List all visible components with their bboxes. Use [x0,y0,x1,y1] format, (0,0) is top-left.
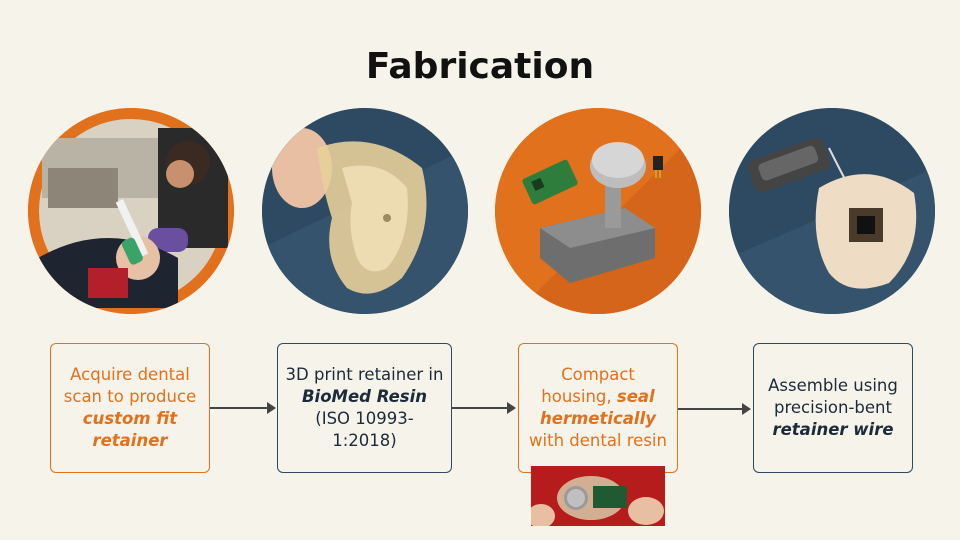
step-2-emphasis: BioMed Resin [301,387,428,407]
3d-printed-retainer-photo [262,108,468,314]
step-4-text: Assemble using precision-bent [768,376,898,418]
step-1-box: Acquire dental scan to produce custom fi… [50,343,210,473]
step-2-suffix: (ISO 10993-1:2018) [315,409,414,450]
step-3-text: Compact housing, [541,365,635,407]
arrow-step-1-to-2 [210,402,276,414]
step-2-box: 3D print retainer in BioMed Resin (ISO 1… [277,343,452,473]
step-2-text: 3D print retainer in [285,365,444,385]
step-1-text: Acquire dental scan to produce [63,365,197,407]
housing-render [495,108,701,314]
step-3-suffix: with dental resin [529,430,667,450]
step-1-emphasis: custom fit retainer [82,409,178,450]
arrow-step-3-to-4 [678,403,751,415]
sealed-circuit-photo [531,466,665,526]
step-4-box: Assemble using precision-bent retainer w… [753,343,913,473]
dental-scan-photo [28,108,234,314]
assembled-retainer-photo [729,108,935,314]
slide-title: Fabrication [365,46,595,87]
step-3-box: Compact housing, seal hermetically with … [518,343,678,473]
step-4-emphasis: retainer wire [772,419,894,439]
step-3-emphasis: seal hermetically [540,387,656,428]
arrow-step-2-to-3 [452,402,516,414]
